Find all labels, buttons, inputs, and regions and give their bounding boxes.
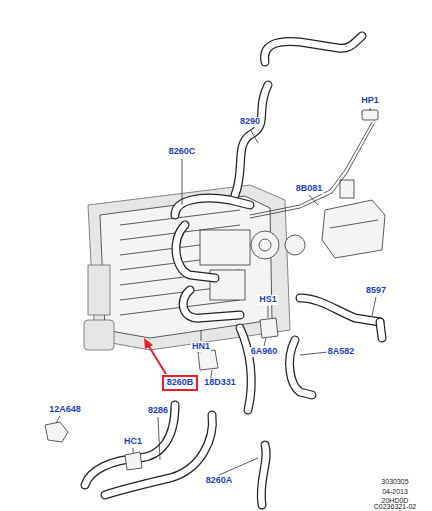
coolant-hose-inner [265,36,362,62]
coolant-hose-inner [176,225,215,278]
coolant-hose-inner [290,340,312,395]
callout-number: HN1 [191,342,211,352]
drawing-reference: C0236321-02 [373,503,417,511]
callout-number: 8260C [168,147,197,157]
coolant-hose [175,198,250,215]
coolant-hose [85,405,175,485]
callout-number: 18D331 [203,378,237,388]
coolant-hose [240,328,251,410]
radiator-pack [84,185,305,350]
callout-number: 8A582 [327,347,356,357]
coolant-hose [290,340,312,395]
highlighted-callout: 8260B [162,375,199,391]
coolant-hose [261,445,266,505]
leader-lines [56,108,376,475]
callout-number: 12A648 [48,405,82,415]
coolant-hose-inner [261,445,266,505]
highlight-arrow [144,338,166,374]
coolant-hose-inner [300,298,380,322]
coolant-hose [183,290,240,318]
coolant-hose-inner [85,405,175,485]
coolant-hose-inner [235,85,268,195]
drawing-reference: 3030305 [380,478,409,486]
coolant-hose-inner [380,322,382,338]
callout-number: 8290 [239,117,261,127]
coolant-hose [265,36,362,62]
callout-number: 8597 [365,286,387,296]
expansion-tank [322,180,385,258]
callout-number: 8260B [167,378,194,388]
coolant-hose [235,85,268,195]
callout-number: 8286 [147,406,169,416]
coolant-hose-inner [240,328,251,410]
clip-hs1 [260,318,278,338]
coolant-hose [300,298,380,322]
coolant-hose [176,225,215,278]
sensor-12a648 [45,422,68,442]
sensor-hp1 [362,110,378,120]
coolant-hose [380,322,382,338]
coolant-hose-inner [183,290,240,318]
clip-hc1 [125,452,142,470]
callout-number: HS1 [258,295,278,305]
callout-number: HP1 [360,96,380,106]
callout-number: 8B081 [295,184,324,194]
callout-number: 6A960 [250,347,279,357]
coolant-hose-inner [175,198,250,215]
bracket-hn1 [198,350,218,370]
callout-number: HC1 [123,437,143,447]
callout-number: 8260A [205,476,234,486]
drawing-reference: 04-2013 [381,488,409,496]
